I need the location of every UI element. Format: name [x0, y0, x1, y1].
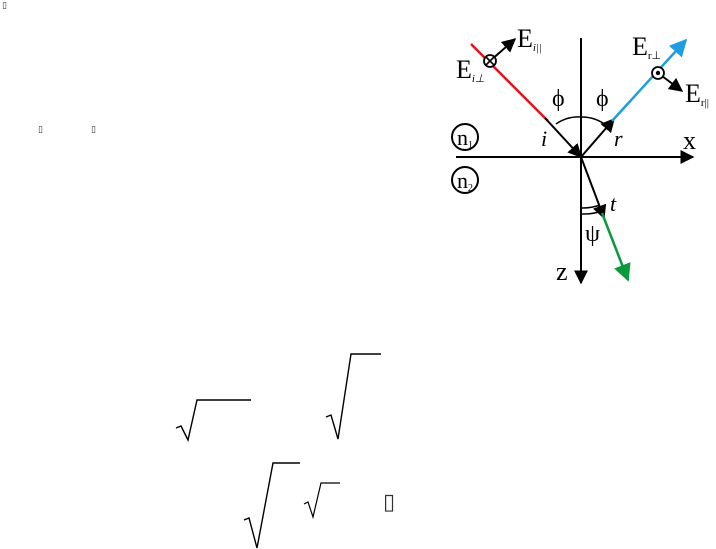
incident-ray: [470, 43, 549, 122]
transmitted-label: t: [610, 191, 617, 216]
transmitted-ray: [600, 212, 631, 282]
e-i-parallel-label: Ei||: [517, 24, 542, 54]
reflected-label: r: [614, 126, 623, 151]
phi-right-label: ϕ: [596, 86, 609, 112]
missing-glyph-mid-left-1: ▯: [38, 125, 43, 135]
x-axis-label: x: [683, 126, 696, 155]
missing-glyph-mid-left-2: ▯: [91, 125, 96, 135]
incident-ray-tip: [544, 117, 582, 159]
radical-sign-2: [325, 353, 381, 440]
psi-label: ψ: [585, 221, 600, 247]
phi-left-label: ϕ: [552, 86, 565, 112]
z-axis-label: z: [556, 257, 568, 286]
transmitted-ray-base: [580, 156, 607, 220]
psi-arc-2: [580, 210, 603, 215]
incident-label: i: [541, 126, 547, 151]
e-r-perp-label: Er⊥: [632, 32, 661, 62]
radical-sign-1: [175, 399, 251, 443]
reflected-ray-base: [580, 117, 615, 158]
e-r-parallel-label: Er||: [685, 79, 709, 109]
radical-sign-4: [303, 482, 340, 520]
radical-sign-3: [243, 462, 300, 549]
e-i-perp-label: Ei⊥: [456, 55, 485, 85]
missing-glyph-bottom-right: ▯: [383, 490, 396, 515]
phi-left-arc: [555, 116, 582, 125]
n1-circle: [451, 123, 479, 151]
psi-arc: [580, 204, 601, 209]
n1-label: n1: [457, 125, 473, 151]
missing-glyph-top-left: ▯: [2, 1, 7, 11]
phi-right-arc: [580, 116, 608, 127]
reflected-ray: [611, 38, 688, 122]
e-r-perp-dot-icon: [655, 70, 661, 76]
n2-circle: [451, 166, 479, 194]
e-i-perp-cross-icon: [485, 56, 495, 66]
n2-label: n2: [457, 168, 473, 194]
